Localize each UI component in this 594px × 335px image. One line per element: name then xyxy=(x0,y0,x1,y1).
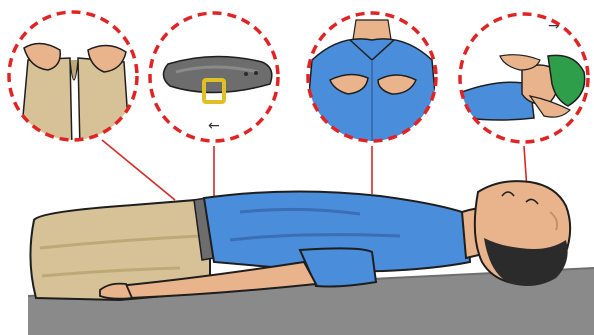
callout-loosen-trousers xyxy=(0,0,150,150)
callout-loosen-belt: ← xyxy=(140,0,290,150)
left-arrow-icon: ← xyxy=(208,118,220,134)
callout-unbutton-collar xyxy=(300,0,450,150)
callout-remove-helmet: → xyxy=(450,0,594,150)
